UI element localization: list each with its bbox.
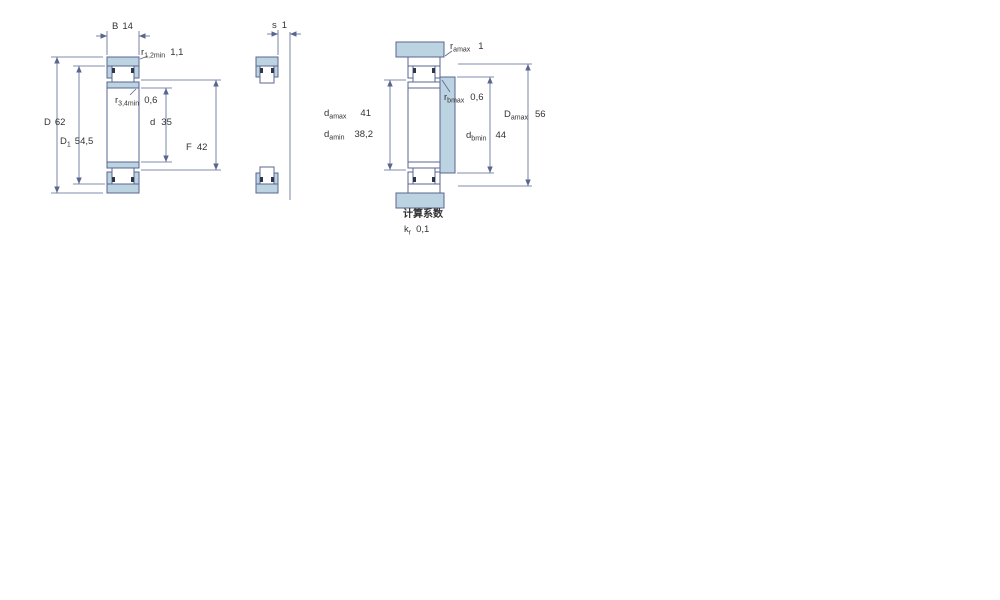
housing-shoulder [395,192,445,209]
housing-shoulder [395,41,445,58]
leader-line [129,88,137,96]
outer-ring-flange [407,171,414,185]
outer-ring-section [255,183,279,194]
outer-ring-section [106,183,140,194]
outer-ring-flange [273,65,279,78]
outer-ring-flange [133,65,140,79]
cage-section [260,68,263,73]
calculation-factors-heading: 计算系数 [403,207,444,220]
outer-ring-flange [407,65,414,79]
inner-ring-section [407,161,441,169]
inner-ring-section [407,81,441,89]
left-view-bearing-section [106,56,140,194]
inner-ring-section [106,81,140,89]
outer-ring-flange [255,65,261,78]
roller-section [412,167,436,185]
outer-ring-section [407,56,441,67]
cage-section [432,68,435,73]
shaft-shoulder [439,76,456,174]
cage-section [112,68,115,73]
leader-line [444,50,453,57]
leader-line [139,55,149,60]
roller-section [259,65,275,84]
leader-line [441,79,451,93]
cage-section [413,68,416,73]
cage-section [271,177,274,182]
right-view-abutments [395,41,456,209]
outer-ring-flange [106,171,113,185]
roller-section [412,65,436,83]
cage-section [260,177,263,182]
cage-section [112,177,115,182]
outer-ring-section [407,183,441,194]
roller-section [111,167,135,185]
outer-ring-flange [106,65,113,79]
cage-section [413,177,416,182]
outer-ring-flange [273,172,279,185]
outer-ring-flange [255,172,261,185]
outer-ring-flange [434,171,441,185]
outer-ring-flange [133,171,140,185]
outer-ring-flange [434,65,441,79]
cage-section [432,177,435,182]
outer-ring-section [255,56,279,67]
cage-section [131,177,134,182]
roller-section [111,65,135,83]
outer-ring-section [106,56,140,67]
cage-section [131,68,134,73]
cage-section [271,68,274,73]
inner-ring-section [106,161,140,169]
roller-section [259,166,275,185]
